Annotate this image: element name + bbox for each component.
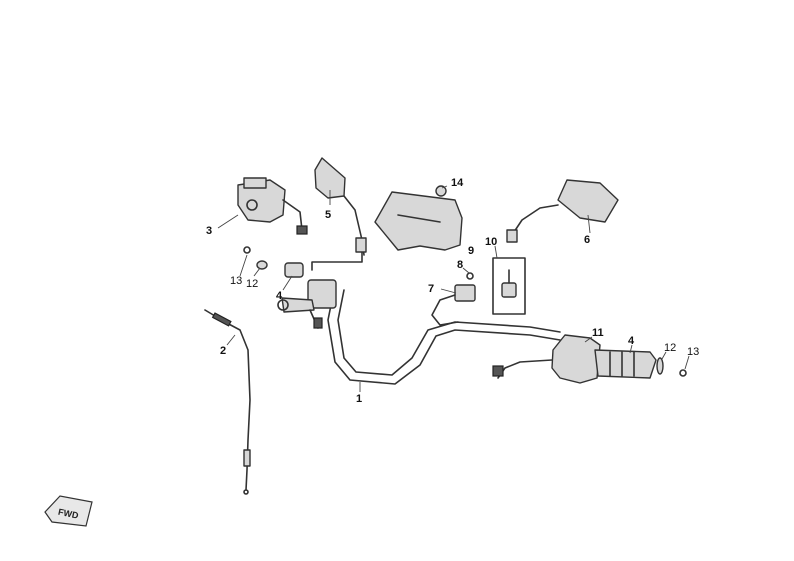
master-cylinder [237,177,308,235]
callout-2: 2 [220,345,226,357]
right-switch-housing [492,334,601,384]
handlebar-tube [327,289,561,385]
right-grip [594,349,657,379]
callout-5: 5 [325,209,331,221]
left-switch-lever-assembly [277,249,363,329]
callout-11: 11 [592,327,604,339]
callout-4-left: 4 [276,290,283,302]
callout-10: 10 [485,236,497,248]
left-bolt [243,246,251,254]
nut [435,185,447,197]
callout-6: 6 [584,234,590,246]
callout-12-left: 12 [246,278,258,290]
callout-13-left: 13 [230,275,242,287]
callout-12-right: 12 [664,342,676,354]
sensor-bracket [492,257,526,315]
right-mirror [506,179,619,243]
hand-guard [374,191,463,251]
throttle-cable [204,309,251,495]
small-bolt [466,272,474,280]
left-washer [256,260,268,270]
fwd-label: FWD [57,507,80,521]
callout-9: 9 [468,245,474,257]
callout-3: 3 [206,225,212,237]
right-washer [656,357,664,375]
forward-direction-arrow: FWD [44,495,93,527]
right-bolt [679,369,687,377]
left-mirror [314,157,367,256]
handlebar-switch [431,284,476,326]
callout-4-right: 4 [628,335,635,347]
leader-lines [217,185,690,392]
callout-1: 1 [356,393,362,405]
callout-8: 8 [457,259,463,271]
callout-13-right: 13 [687,346,699,358]
callout-14: 14 [451,177,464,189]
callout-7: 7 [428,283,434,295]
callout-labels: 1 2 3 4 13 12 5 14 9 10 8 7 6 11 4 12 13 [206,177,699,405]
